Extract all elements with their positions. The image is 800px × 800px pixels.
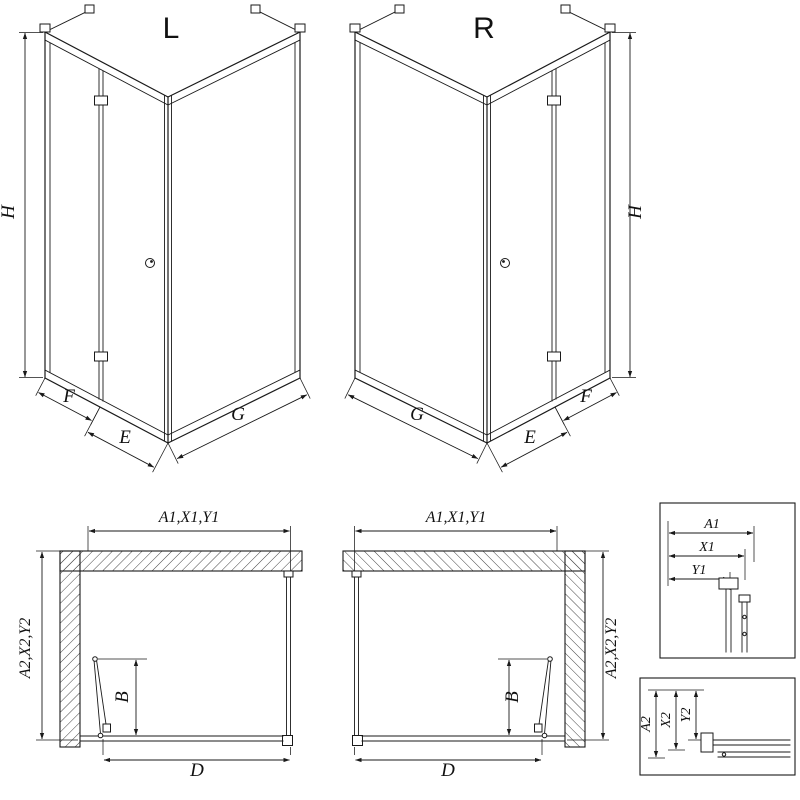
dim-label-e: E — [523, 427, 536, 448]
detail-frame — [659, 502, 796, 659]
dim-label-f: F — [62, 386, 75, 407]
dim-label-x2: X2 — [659, 712, 674, 729]
dim-label-h: H — [0, 204, 19, 220]
dim-label-y2: Y2 — [679, 708, 694, 723]
detail-depth-box: A2 X2 Y2 — [639, 677, 796, 776]
wall-profile-icon — [700, 732, 714, 753]
dim-label-b: B — [112, 691, 133, 703]
dim-label-a1: A1 — [703, 517, 720, 532]
variant-label-left: L — [163, 12, 180, 45]
dim-label-a2x2y2: A2,X2,Y2 — [17, 618, 34, 679]
dim-label-d: D — [440, 760, 455, 781]
dim-label-a1x1y1: A1,X1,Y1 — [425, 509, 486, 526]
dim-label-x1: X1 — [698, 540, 715, 555]
dim-label-a2: A2 — [639, 716, 654, 733]
wall-profile-icon — [718, 577, 739, 590]
dim-label-d: D — [189, 760, 204, 781]
dim-label-a1x1y1: A1,X1,Y1 — [158, 509, 219, 526]
screw-icon — [742, 631, 747, 637]
dim-label-g: G — [231, 404, 245, 425]
variant-label-right: R — [473, 12, 495, 45]
elevation-right-drawing — [345, 5, 636, 472]
dim-label-y1: Y1 — [692, 563, 707, 578]
screw-icon — [742, 614, 747, 620]
plan-right-group: A1,X1,Y1 A2,X2,Y2 B D — [343, 509, 620, 781]
profile-cap-icon — [738, 594, 751, 603]
elevation-right-group: R H F E G — [345, 5, 646, 472]
plan-right-drawing — [343, 526, 609, 760]
screw-icon — [721, 752, 727, 757]
detail-frame — [639, 677, 796, 776]
dim-label-g: G — [410, 404, 424, 425]
plan-left-drawing — [36, 526, 302, 760]
dim-label-h: H — [625, 204, 646, 220]
dim-label-a2x2y2: A2,X2,Y2 — [603, 618, 620, 679]
dim-label-e: E — [118, 427, 131, 448]
detail-width-box: A1 X1 Y1 — [659, 502, 796, 659]
dim-label-f: F — [579, 386, 592, 407]
plan-left-group: A1,X1,Y1 A2,X2,Y2 B D — [17, 509, 302, 781]
elevation-left-group: L H F E G — [0, 5, 310, 472]
dim-label-b: B — [502, 691, 523, 703]
